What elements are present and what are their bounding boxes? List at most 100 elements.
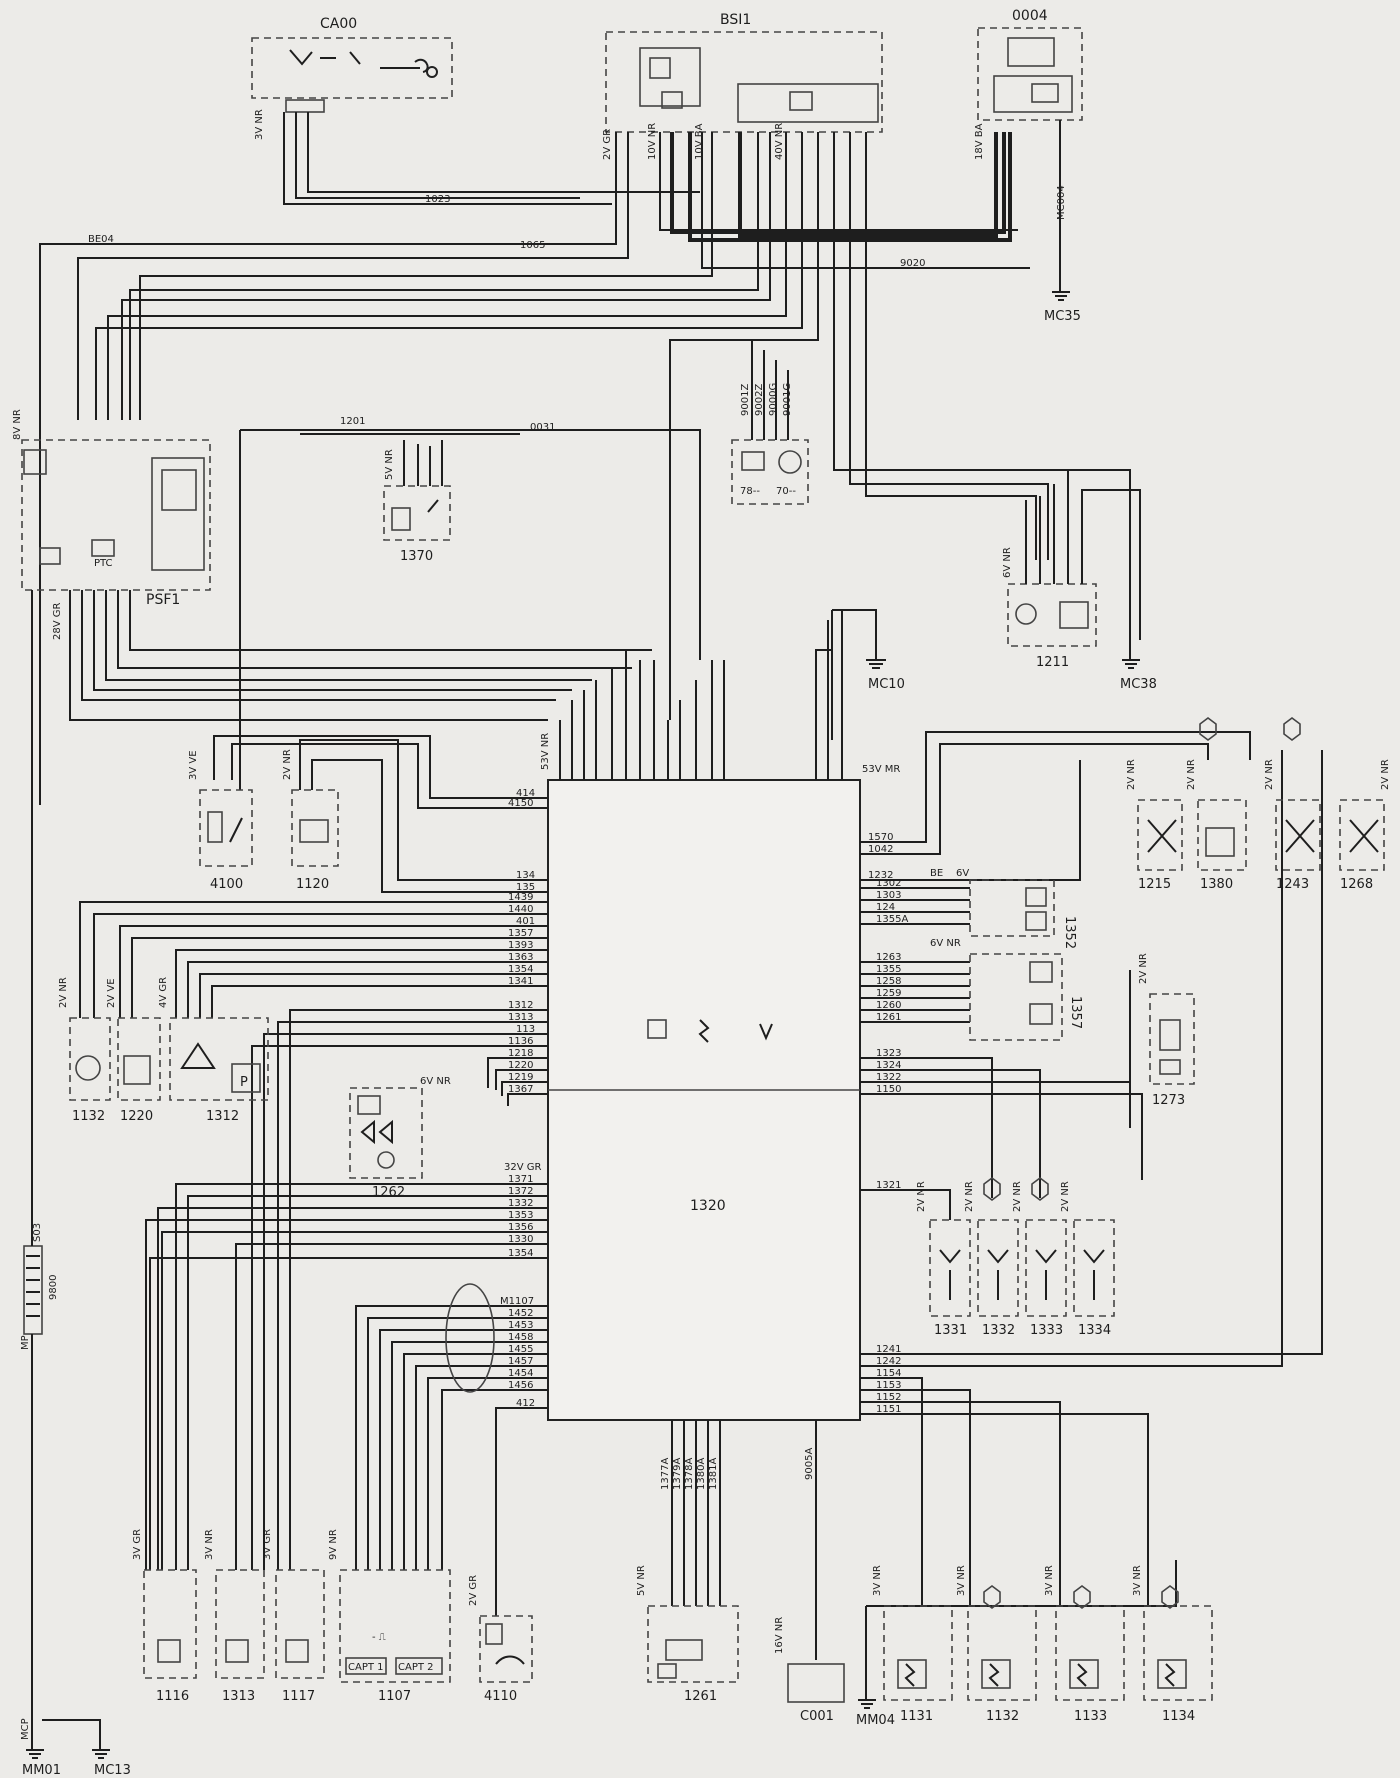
svg-text:1380A: 1380A	[696, 1458, 707, 1490]
svg-text:1211: 1211	[1036, 655, 1069, 670]
svg-text:412: 412	[516, 1398, 535, 1409]
svg-text:1261: 1261	[876, 1012, 901, 1023]
svg-text:1219: 1219	[508, 1072, 533, 1083]
svg-text:9005A: 9005A	[804, 1448, 815, 1480]
bsi1-label: BSI1	[720, 12, 751, 28]
svg-text:1259: 1259	[876, 988, 901, 999]
component-1243: 1243 2V NR	[1264, 759, 1321, 892]
svg-text:1303: 1303	[876, 890, 901, 901]
component-1120: 1120 2V NR	[282, 749, 339, 892]
svg-text:3V VE: 3V VE	[188, 750, 199, 780]
svg-text:2V GR: 2V GR	[468, 1575, 479, 1606]
svg-text:4110: 4110	[484, 1689, 517, 1704]
svg-text:1324: 1324	[876, 1060, 901, 1071]
component-bsi1: BSI1 2V GR 10V NR 10V BA 40V NR	[602, 12, 883, 160]
component-0004: 0004 18V BA	[974, 8, 1083, 160]
svg-text:1357: 1357	[508, 928, 533, 939]
svg-text:1367: 1367	[508, 1084, 533, 1095]
svg-text:1312: 1312	[206, 1109, 239, 1124]
bsi1-connector-d: 40V NR	[774, 123, 785, 160]
ecu-bottom-harness: 1377A 1379A 1378A 1380A 1381A 9005A	[660, 1420, 817, 1660]
svg-text:53V MR: 53V MR	[862, 764, 900, 775]
svg-text:9V NR: 9V NR	[328, 1529, 339, 1560]
svg-text:3V NR: 3V NR	[1044, 1565, 1055, 1596]
svg-text:1356: 1356	[508, 1222, 533, 1233]
svg-text:113: 113	[516, 1024, 535, 1035]
ecu-chip-icon	[647, 1019, 667, 1039]
svg-text:1215: 1215	[1138, 877, 1171, 892]
component-1132: 1132 2V NR	[58, 977, 111, 1124]
svg-text:1042: 1042	[868, 844, 893, 855]
svg-text:- ⎍: - ⎍	[372, 1632, 386, 1643]
svg-text:2V NR: 2V NR	[1012, 1181, 1023, 1212]
svg-text:1454: 1454	[508, 1368, 533, 1379]
svg-text:MM04: MM04	[856, 1713, 895, 1728]
svg-text:1357: 1357	[1068, 996, 1083, 1029]
ecu-right-harness: 1570 1042 1232 1302 1303 124 1355A 1263 …	[860, 731, 1323, 1606]
ecu-left-harness: 414 4150 134 135 1439 1440 401 1357 1393…	[79, 735, 548, 1616]
svg-text:PTC: PTC	[94, 558, 113, 569]
ground-mc13: MC13	[42, 1719, 131, 1778]
component-1116: 1116 3V GR	[132, 1529, 197, 1704]
svg-text:1372: 1372	[508, 1186, 533, 1197]
svg-text:1242: 1242	[876, 1356, 901, 1367]
svg-text:1150: 1150	[876, 1084, 901, 1095]
svg-text:1241: 1241	[876, 1344, 901, 1355]
svg-text:1456: 1456	[508, 1380, 533, 1391]
svg-text:1132: 1132	[986, 1709, 1019, 1724]
svg-text:1322: 1322	[876, 1072, 901, 1083]
svg-text:2V NR: 2V NR	[1138, 953, 1149, 984]
component-1262: 1262 6V NR	[349, 1076, 451, 1200]
svg-text:1243: 1243	[1276, 877, 1309, 892]
svg-text:1131: 1131	[900, 1709, 933, 1724]
svg-text:4150: 4150	[508, 798, 533, 809]
svg-text:3V GR: 3V GR	[132, 1529, 143, 1560]
component-1131: 1131 3V NR	[872, 1565, 953, 1724]
svg-text:1260: 1260	[876, 1000, 901, 1011]
svg-text:2V NR: 2V NR	[1060, 1181, 1071, 1212]
svg-text:1458: 1458	[508, 1332, 533, 1343]
svg-text:1154: 1154	[876, 1368, 901, 1379]
svg-text:1232: 1232	[868, 870, 893, 881]
svg-text:1371: 1371	[508, 1174, 533, 1185]
svg-text:2V NR: 2V NR	[282, 749, 293, 780]
ground-mc38: MC38	[1120, 640, 1157, 692]
psf1-label: PSF1	[146, 592, 180, 608]
svg-text:9002Z: 9002Z	[754, 384, 765, 416]
svg-text:3V NR: 3V NR	[204, 1529, 215, 1560]
ground-mc35: MC35	[1044, 291, 1081, 324]
svg-text:1263: 1263	[876, 952, 901, 963]
svg-text:1220: 1220	[508, 1060, 533, 1071]
svg-text:1354: 1354	[508, 964, 533, 975]
component-9800: 9800 S03 MP	[20, 780, 59, 1750]
bsi1-connector-c: 10V BA	[694, 123, 705, 160]
svg-text:2V NR: 2V NR	[916, 1181, 927, 1212]
svg-text:9001G: 9001G	[782, 383, 793, 416]
svg-text:401: 401	[516, 916, 535, 927]
svg-text:1381A: 1381A	[708, 1458, 719, 1490]
svg-text:5V NR: 5V NR	[636, 1565, 647, 1596]
component-1370: 1370 5V NR	[383, 440, 451, 564]
svg-text:1107: 1107	[378, 1689, 411, 1704]
svg-text:CAPT 1: CAPT 1	[348, 1662, 384, 1673]
component-1211: 1211 6V NR	[1002, 470, 1141, 670]
svg-text:1453: 1453	[508, 1320, 533, 1331]
0004-label: 0004	[1012, 8, 1048, 24]
svg-text:1341: 1341	[508, 976, 533, 987]
svg-text:1132: 1132	[72, 1109, 105, 1124]
component-1134: 1134 3V NR	[1132, 1565, 1213, 1724]
bsi1-connector-a: 2V GR	[602, 129, 613, 160]
component-esp: 78-- 70-- 9001Z 9002Z 9000G 9001G	[731, 340, 809, 505]
svg-text:MC10: MC10	[868, 677, 905, 692]
svg-text:1153: 1153	[876, 1380, 901, 1391]
svg-text:1379A: 1379A	[672, 1458, 683, 1490]
bsi1-connector-b: 10V NR	[647, 123, 658, 160]
svg-text:1377A: 1377A	[660, 1458, 671, 1490]
svg-text:1440: 1440	[508, 904, 533, 915]
svg-text:CAPT 2: CAPT 2	[398, 1662, 434, 1673]
svg-text:1452: 1452	[508, 1308, 533, 1319]
component-1312: P 1312 4V GR	[158, 977, 269, 1124]
svg-text:5V NR: 5V NR	[384, 449, 395, 480]
svg-text:MC35: MC35	[1044, 309, 1081, 324]
